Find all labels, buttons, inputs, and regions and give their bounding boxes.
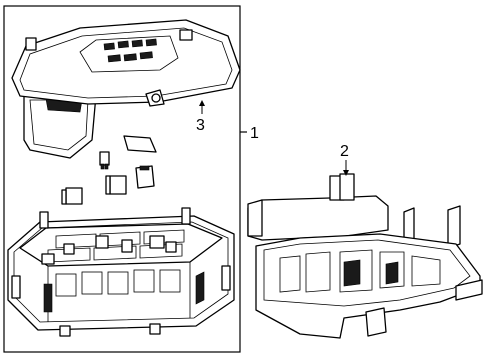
callout-3: 3 [196, 117, 205, 134]
mounting-bracket [247, 160, 483, 339]
label-plate [123, 135, 157, 153]
callout-1: 1 [250, 125, 259, 142]
callout-2: 2 [340, 143, 349, 160]
fuse-parts [61, 151, 155, 205]
fuse-box-cover [11, 19, 241, 159]
fuse-box-base [7, 207, 235, 337]
assembly-frame [3, 5, 241, 353]
